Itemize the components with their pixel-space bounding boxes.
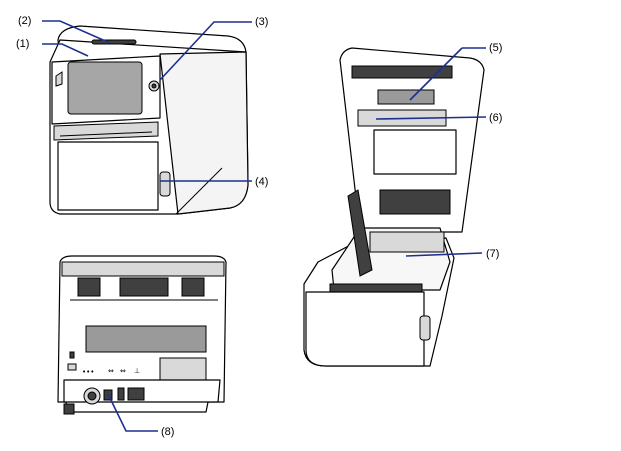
callout-4: (4): [255, 176, 268, 188]
leader-6: [375, 116, 487, 120]
callout-3: (3): [255, 16, 268, 28]
callout-8: (8): [161, 426, 174, 438]
printer-front-view: [49, 25, 249, 215]
indicator-lamp: [55, 71, 63, 87]
usb-icon-2: ⇔: [120, 367, 126, 375]
platen-roller: [329, 283, 423, 293]
rear-vent-center: [119, 277, 169, 297]
printer-rear-view: ••• ⇔ ⇔ ⊥: [57, 255, 227, 415]
callout-2: (2): [18, 15, 31, 27]
rear-vent-right: [181, 277, 205, 297]
leader-1: [42, 43, 89, 57]
callout-1: (1): [16, 38, 29, 50]
print-head-area: [351, 65, 453, 79]
leader-2: [42, 20, 111, 44]
callout-6: (6): [489, 112, 502, 124]
leader-8: [107, 393, 158, 432]
usb-a-port: [117, 387, 125, 401]
rear-plate: [85, 325, 207, 353]
print-head: [377, 89, 435, 105]
leader-3: [159, 21, 252, 81]
side-latch: [159, 171, 171, 197]
usb-icon: ⇔: [108, 367, 114, 375]
ribbon-take-up: [379, 189, 451, 215]
security-slot: [67, 363, 77, 371]
leader-lines: [42, 20, 487, 432]
callout-7: (7): [486, 248, 499, 260]
printer-open-view: [303, 47, 485, 367]
rear-vent-left: [77, 277, 101, 297]
lan-port: [127, 387, 145, 401]
top-slot: [91, 39, 137, 45]
media-holder: [347, 189, 373, 277]
callout-5: (5): [489, 42, 502, 54]
leader-7: [405, 252, 483, 257]
lock-icon: [69, 351, 75, 359]
front-cover: [57, 141, 159, 211]
touch-screen: [67, 61, 143, 115]
lan-icon: ⊥: [134, 367, 140, 375]
leader-5: [409, 47, 486, 101]
media-guide: [369, 231, 445, 253]
dc-in-icon: •••: [82, 368, 94, 376]
